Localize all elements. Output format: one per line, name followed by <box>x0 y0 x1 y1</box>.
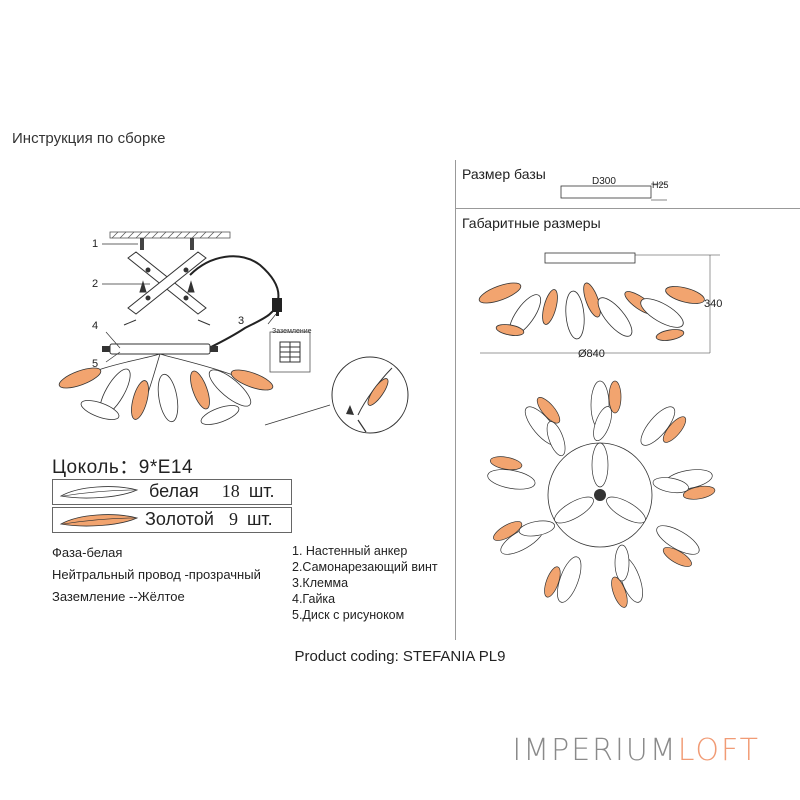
fixture-leaves <box>58 353 274 425</box>
cross-bracket <box>123 251 211 326</box>
base-size-label: Размер базы <box>462 166 546 182</box>
ceiling-disc <box>109 343 211 355</box>
brand-name-part2: LOFT <box>677 733 760 768</box>
callout-lines <box>102 243 277 363</box>
parts-legend: 1. Настенный анкер 2.Самонарезающий винт… <box>292 543 438 623</box>
terminal-block <box>272 298 282 316</box>
leaf-type-name: белая <box>149 481 199 501</box>
wiring-note: Нейтральный провод -прозрачный <box>52 567 261 582</box>
wiring-note: Фаза-белая <box>52 545 123 560</box>
parts-legend-item: 1. Настенный анкер <box>292 544 408 558</box>
nut-left <box>102 346 110 352</box>
brand-name-part1: IMPERIUM <box>512 733 678 768</box>
assembly-diagram <box>58 231 409 434</box>
socle-label: Цоколь：9*E14 <box>52 457 194 478</box>
parts-legend-item: 4.Гайка <box>292 592 336 606</box>
ground-terminal-label: Заземление <box>272 328 312 335</box>
overall-size-label: Габаритные размеры <box>462 215 601 231</box>
base-height: H25 <box>652 180 669 190</box>
callout-3: 3 <box>238 315 245 327</box>
overall-height: 340 <box>704 298 723 310</box>
leaf-type-count: 9 <box>228 509 238 529</box>
section-divider-vertical <box>455 160 456 640</box>
brand-logo: IMPERIUMLOFT <box>512 733 760 768</box>
leaf-type-count: 18 <box>221 481 240 501</box>
ground-terminal-detail <box>269 331 311 373</box>
leaf-type-white-box: белая 18 шт. <box>52 479 292 505</box>
wiring-note: Заземление --Жёлтое <box>52 589 185 604</box>
product-coding: Product coding: STEFANIA PL9 <box>294 648 506 665</box>
leaf-type-unit: шт. <box>248 481 275 501</box>
base-size-drawing <box>560 183 667 201</box>
leaf-type-unit: шт. <box>246 509 273 529</box>
leaf-type-name: Золотой <box>145 509 214 529</box>
leaf-zoom-detail <box>264 356 409 434</box>
parts-legend-item: 2.Самонарезающий винт <box>292 560 438 574</box>
wiring-notes: Фаза-белая Нейтральный провод -прозрачны… <box>52 542 261 608</box>
base-diameter: D300 <box>592 176 616 187</box>
leaf-icon <box>59 514 139 527</box>
top-view-drawing <box>487 380 716 608</box>
leaf-icon <box>59 486 139 499</box>
callout-1: 1 <box>92 238 99 250</box>
nut-right <box>210 346 218 352</box>
leaf-type-gold-box: Золотой 9 шт. <box>52 507 292 533</box>
parts-legend-item: 5.Диск с рисунoком <box>292 608 405 622</box>
overall-diameter: Ø840 <box>578 348 605 360</box>
parts-legend-item: 3.Клемма <box>292 576 349 590</box>
callout-5: 5 <box>92 358 99 370</box>
callout-4: 4 <box>92 320 99 332</box>
callout-2: 2 <box>92 278 99 290</box>
power-wire <box>189 255 280 351</box>
side-view-drawing <box>478 252 720 354</box>
section-divider-horizontal <box>455 208 800 209</box>
ceiling-hatch <box>109 231 231 250</box>
page-title: Инструкция по сборке <box>12 130 166 147</box>
